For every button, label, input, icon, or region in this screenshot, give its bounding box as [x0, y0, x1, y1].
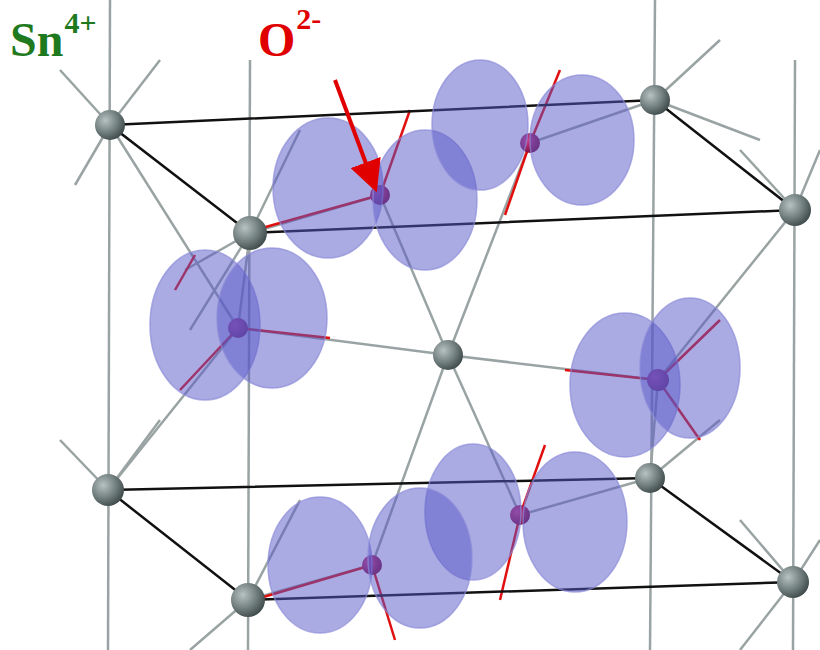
element-symbol: Sn: [10, 16, 63, 64]
pointer-arrow: [335, 80, 374, 185]
orbital-lobes: [150, 60, 740, 633]
charge-label: 2-: [296, 4, 321, 34]
element-symbol: O: [258, 16, 295, 64]
bond-lines: [60, 0, 820, 650]
charge-label: 4+: [64, 8, 96, 38]
